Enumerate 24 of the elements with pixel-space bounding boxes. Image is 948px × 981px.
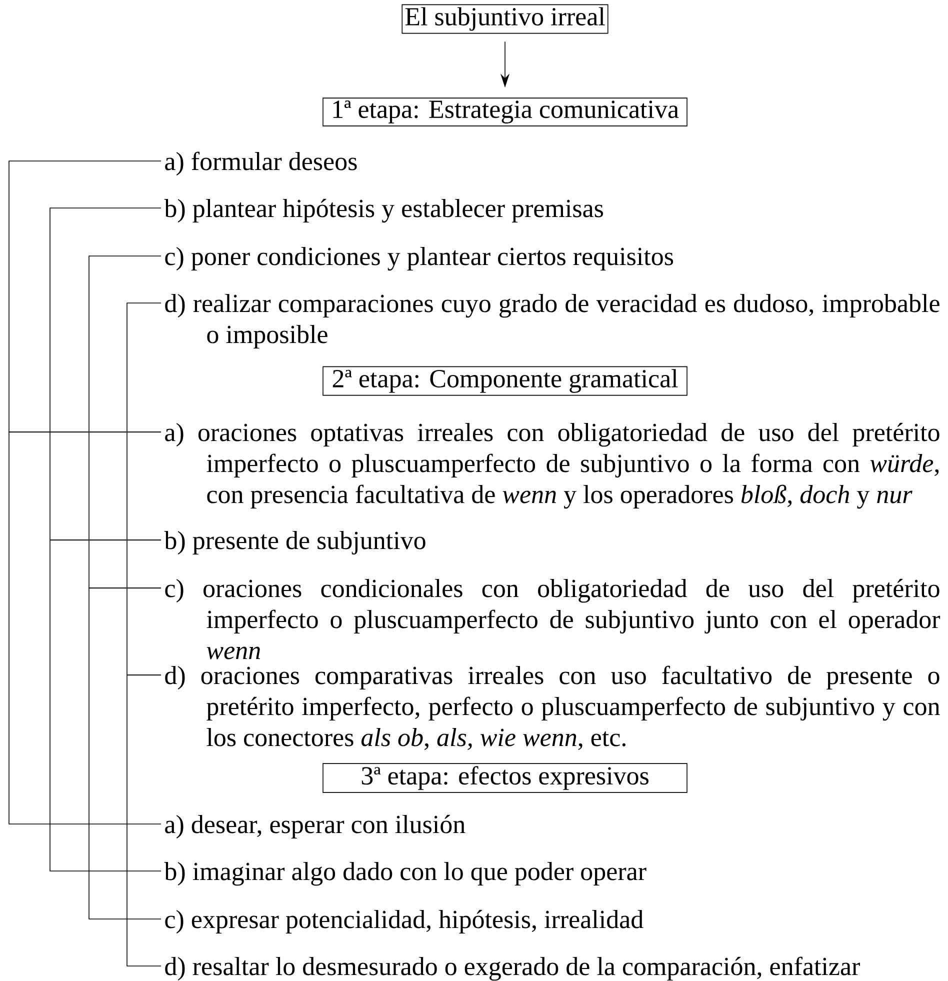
list-item: d) resaltar lo desmesurado o exgerado de la comparación, enfatizar (165, 956, 860, 981)
list-item: d) oraciones comparativas irreales con uso facultativo de presente o pretérito imperfecto, perfecto o pluscuamperfecto de subjuntivo y con los conectores als ob, als, wie wenn, etc. (165, 666, 940, 750)
stage-box: 2ª etapa: Componente gramatical (322, 366, 688, 396)
list-item: a) desear, esperar con ilusión (165, 814, 466, 839)
bracket-line (50, 540, 162, 872)
stage-box: 1ª etapa: Estrategia comunicativa (322, 98, 688, 126)
list-item: b) imaginar algo dado con lo que poder operar (164, 862, 646, 886)
bracket-line (88, 588, 162, 920)
list-item: b) plantear hipótesis y establecer premisas (164, 198, 603, 223)
bracket-line (88, 256, 162, 588)
title-box: El subjuntivo irreal (402, 4, 608, 34)
bracket-line (8, 160, 162, 432)
list-item: c) poner condiciones y plantear ciertos requisitos (165, 246, 674, 271)
list-item: b) presente de subjuntivo (164, 530, 426, 555)
bracket-line (126, 674, 162, 966)
list-item: a) formular deseos (165, 152, 357, 176)
list-item: c) oraciones condicionales con obligatoriedad de uso del pretérito imperfecto o pluscuamperfecto de subjuntivo junto con el operador wenn (165, 578, 940, 660)
stage-box: 3ª etapa: efectos expresivos (322, 763, 688, 793)
list-item: d) realizar comparaciones cuyo grado de veracidad es dudoso, improbable o imposible (165, 294, 940, 349)
bracket-line (8, 432, 162, 824)
list-item: a) oraciones optativas irreales con obligatoriedad de uso del pretérito imperfecto o pluscuamperfecto de subjuntivo o la forma con würde, con presencia facultativa de wenn y los operadores bloß, doch y nur (165, 422, 940, 509)
bracket-line (50, 208, 162, 540)
bracket-line (126, 302, 162, 676)
list-item: c) expresar potencialidad, hipótesis, irrealidad (165, 910, 644, 934)
